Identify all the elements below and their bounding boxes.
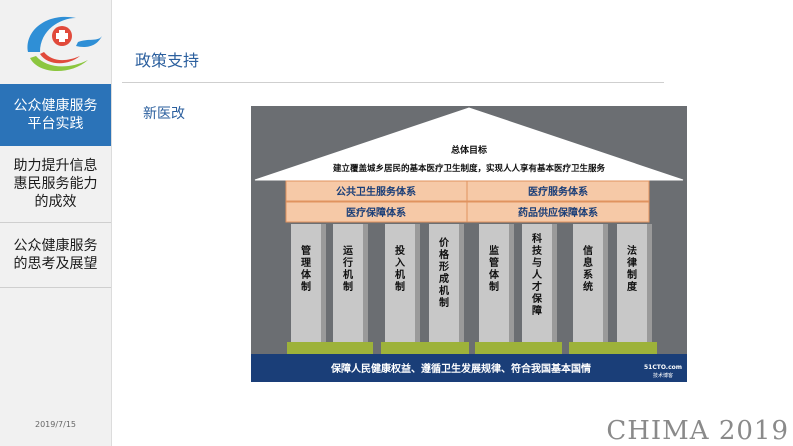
pillar-base: [381, 342, 425, 354]
pillar: [291, 224, 321, 342]
pillar-shadow: [321, 224, 326, 342]
pillar-base: [518, 342, 562, 354]
pillar-label-char: 制: [627, 268, 637, 281]
drug-supply-system-label: 药品供应保障体系: [518, 206, 598, 219]
pillar-label-char: 格: [439, 248, 450, 261]
pillar: [333, 224, 363, 342]
pillar-label-char: 律: [627, 256, 637, 269]
pillar: [573, 224, 603, 342]
pillar-label-char: 入: [395, 257, 405, 269]
pillar-label-char: 监: [489, 244, 499, 257]
pillar-label-char: 才: [532, 280, 542, 293]
pillar-shadow: [509, 224, 514, 342]
pillar: [385, 224, 415, 342]
pillar-label-char: 与: [532, 256, 542, 269]
pillar-label-char: 形: [439, 261, 449, 273]
pillar-base: [329, 342, 373, 354]
pillar-label-char: 制: [301, 280, 311, 293]
pillar-label-char: 保: [531, 292, 543, 305]
roof-title: 总体目标: [451, 144, 487, 156]
pillar-label-char: 价: [439, 237, 450, 249]
roof-goal: 建立覆盖城乡居民的基本医疗卫生制度，实现人人享有基本医疗卫生服务: [332, 163, 606, 174]
subtitle: 新医改: [143, 106, 185, 122]
pillar-label-char: 信: [583, 244, 593, 257]
medical-service-system-label: 医疗服务体系: [528, 185, 588, 198]
pillar-label-char: 制: [489, 280, 499, 293]
nav-item-outlook[interactable]: 公众健康服务 的思考及展望: [0, 223, 111, 288]
pillar-label-char: 息: [583, 256, 593, 269]
nav-item-platform-practice[interactable]: 公众健康服务 平台实践: [0, 84, 111, 146]
base: [251, 354, 687, 382]
pillar-base: [425, 342, 469, 354]
pillar-base: [475, 342, 519, 354]
pillar: [617, 224, 647, 342]
pillar-label-char: 运: [343, 245, 353, 257]
pillar-shadow: [552, 224, 557, 342]
pillar-label-char: 技: [532, 244, 543, 257]
hospital-logo-icon: [27, 16, 102, 72]
chima-watermark: CHIMA 2019: [606, 416, 789, 446]
pillar-label-char: 投: [395, 244, 405, 257]
pillar-label-char: 统: [583, 280, 593, 293]
pillar-shadow: [603, 224, 608, 342]
pillar-label-char: 制: [439, 296, 449, 309]
pillar-label-char: 理: [301, 257, 311, 269]
slide-date: 2019/7/15: [34, 420, 77, 429]
pillar-label-char: 管: [301, 244, 311, 257]
pillar-base: [613, 342, 657, 354]
diagram-svg: 总体目标 建立覆盖城乡居民的基本医疗卫生制度，实现人人享有基本医疗卫生服务 公共…: [251, 107, 687, 382]
base-text: 保障人民健康权益、遵循卫生发展规律、符合我国基本国情: [330, 362, 591, 375]
pillar-label-char: 科: [532, 232, 542, 245]
pillar-shadow: [459, 224, 464, 342]
pillar-label-char: 度: [627, 280, 638, 293]
pillar-label-char: 法: [627, 244, 637, 257]
pillar-label-char: 管: [489, 256, 499, 269]
pillar-base: [287, 342, 331, 354]
pillar-label-char: 制: [395, 280, 405, 293]
base-logo-sub: 技术博客: [653, 372, 673, 379]
pillar: [522, 224, 552, 342]
pillar: [429, 224, 459, 342]
pillar-label-char: 体: [301, 268, 312, 281]
pillar-label-char: 机: [395, 268, 405, 281]
pillar-label-char: 机: [343, 268, 353, 281]
title-divider: [122, 82, 664, 83]
pillar-label-char: 障: [532, 304, 542, 317]
pillar: [479, 224, 509, 342]
pillar-label-char: 人: [532, 268, 543, 281]
pillar-shadow: [647, 224, 652, 342]
pillar-shadow: [415, 224, 420, 342]
health-reform-diagram: 总体目标 建立覆盖城乡居民的基本医疗卫生制度，实现人人享有基本医疗卫生服务 公共…: [251, 106, 687, 382]
pillar-label-char: 行: [342, 256, 353, 269]
base-logo: 51CTO.com: [644, 364, 682, 371]
pillar-label-char: 制: [343, 280, 353, 293]
medical-insurance-system-label: 医疗保障体系: [346, 206, 406, 219]
sidebar: 公众健康服务 平台实践 助力提升信息 惠民服务能力 的成效 公众健康服务 的思考…: [0, 0, 112, 446]
roof: [254, 107, 684, 181]
nav-item-service-results[interactable]: 助力提升信息 惠民服务能力 的成效: [0, 146, 111, 223]
pillar-base: [569, 342, 613, 354]
public-health-system-label: 公共卫生服务体系: [336, 185, 416, 198]
pillar-shadow: [363, 224, 368, 342]
pillar-label-char: 体: [489, 268, 500, 281]
section-title: 政策支持: [135, 51, 200, 70]
pillar-label-char: 成: [439, 272, 449, 285]
pillar-label-char: 系: [583, 268, 593, 281]
pillar-label-char: 机: [439, 284, 449, 297]
